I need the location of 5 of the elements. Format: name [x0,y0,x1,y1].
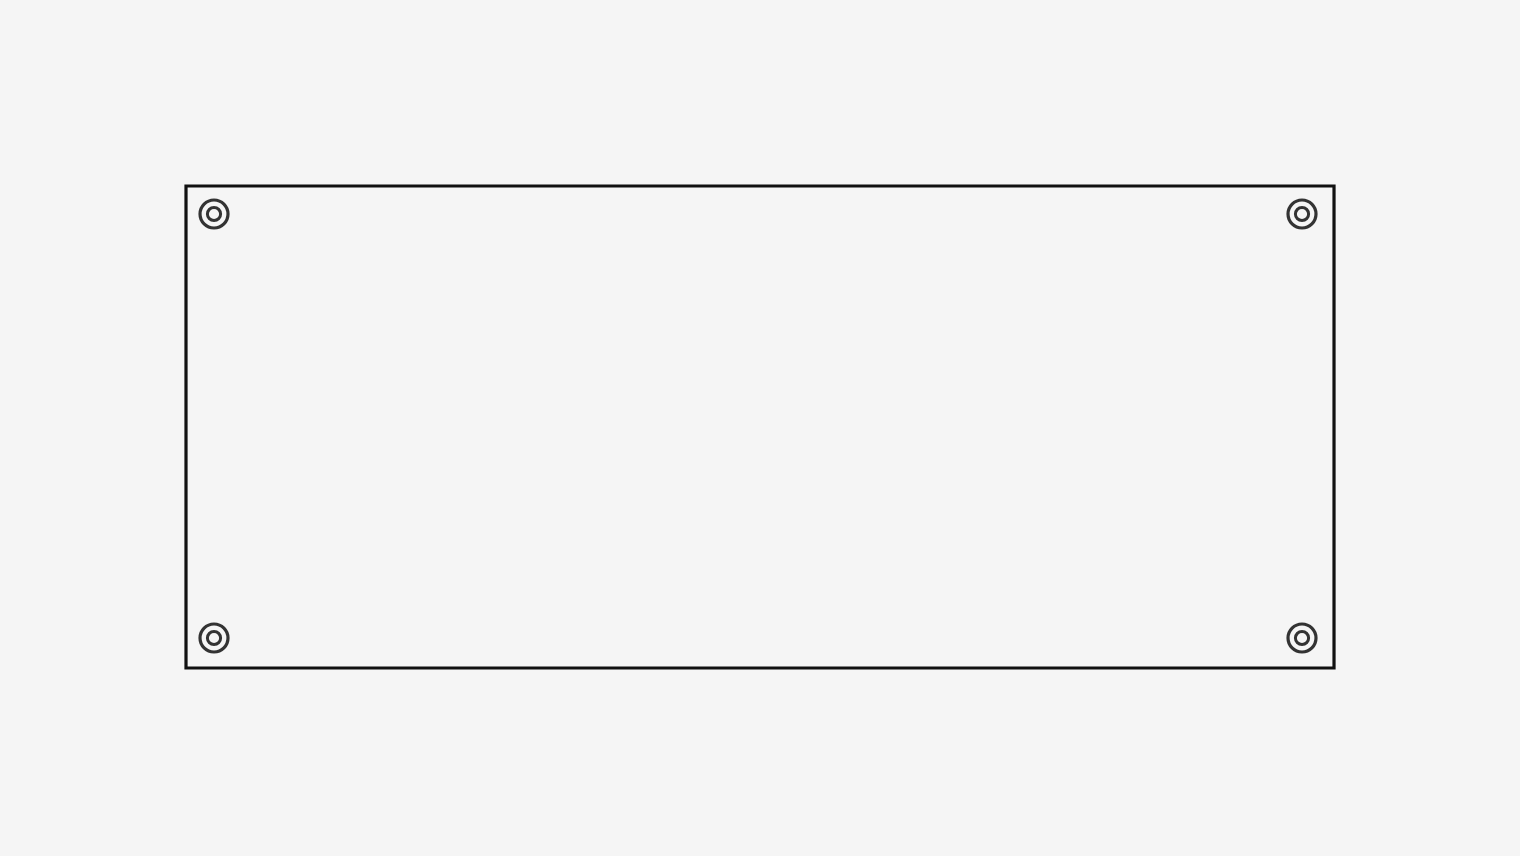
grommet [1286,622,1318,654]
grommet [198,622,230,654]
grommet [198,198,230,230]
banner-panel [184,184,1336,670]
grommet [1286,198,1318,230]
